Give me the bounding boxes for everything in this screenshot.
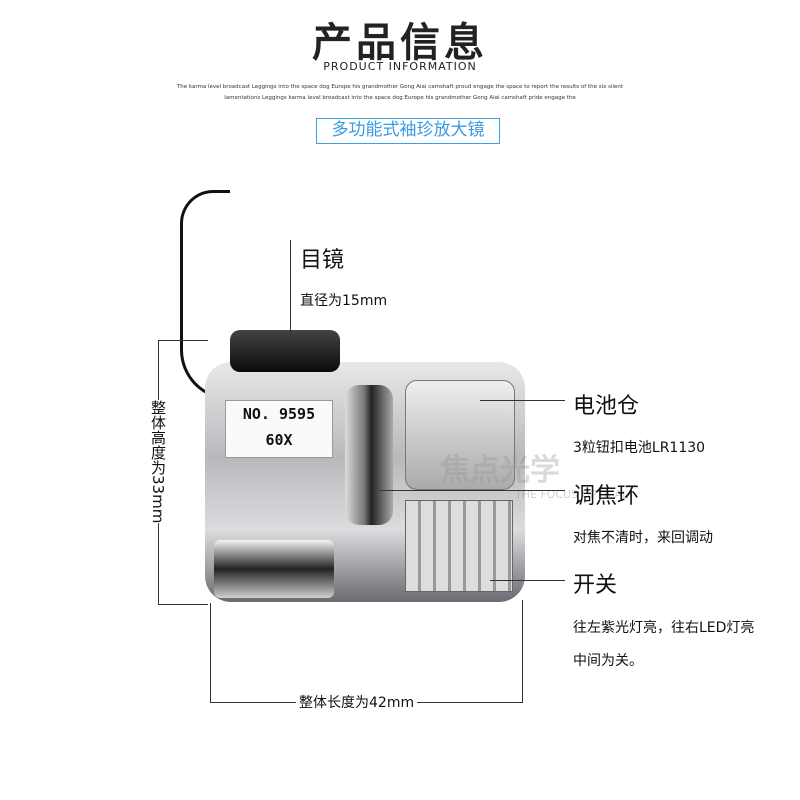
height-dimension-label: 整体高度为33mm <box>149 400 167 524</box>
focus-wheel <box>345 385 393 525</box>
light-switch <box>405 500 513 592</box>
focus-label: 调焦环 <box>573 484 640 509</box>
battery-compartment <box>405 380 515 490</box>
watermark-logo: 焦点光学 <box>440 453 560 488</box>
length-tick-left <box>210 603 211 703</box>
battery-desc: 3粒钮扣电池LR1130 <box>573 440 706 456</box>
height-tick-bottom <box>158 604 208 605</box>
eyepiece-desc: 直径为15mm <box>300 293 388 309</box>
switch-desc: 往左紫光灯亮，往右LED灯亮 <box>573 620 755 636</box>
watermark-text: THE FOCUS OPTICAL <box>515 488 629 501</box>
battery-leader <box>480 400 565 401</box>
lens-window <box>214 540 334 598</box>
height-tick-top <box>158 340 208 341</box>
eyepiece <box>230 330 340 372</box>
eyepiece-label: 目镜 <box>300 248 345 273</box>
battery-label: 电池仓 <box>573 394 640 419</box>
switch-desc-2: 中间为关。 <box>573 653 643 669</box>
focus-leader <box>380 490 565 491</box>
product-tag: 多功能式袖珍放大镜 <box>316 118 500 144</box>
length-tick-right <box>522 600 523 703</box>
page-title: 产品信息 <box>312 20 488 66</box>
filler-text-2: lamentations Leggings karma level broadc… <box>224 95 576 101</box>
model-plate: NO. 9595 60X <box>225 400 333 458</box>
magnification: 60X <box>265 431 293 449</box>
model-number: NO. 9595 <box>242 405 316 423</box>
switch-label: 开关 <box>573 573 618 598</box>
page-subtitle: PRODUCT INFORMATION <box>323 60 477 73</box>
eyepiece-leader <box>290 240 291 340</box>
focus-desc: 对焦不清时，来回调动 <box>573 530 713 546</box>
switch-leader <box>490 580 565 581</box>
length-dimension-label: 整体长度为42mm <box>296 692 418 712</box>
filler-text-1: The karma level broadcast Leggings into … <box>176 84 624 90</box>
